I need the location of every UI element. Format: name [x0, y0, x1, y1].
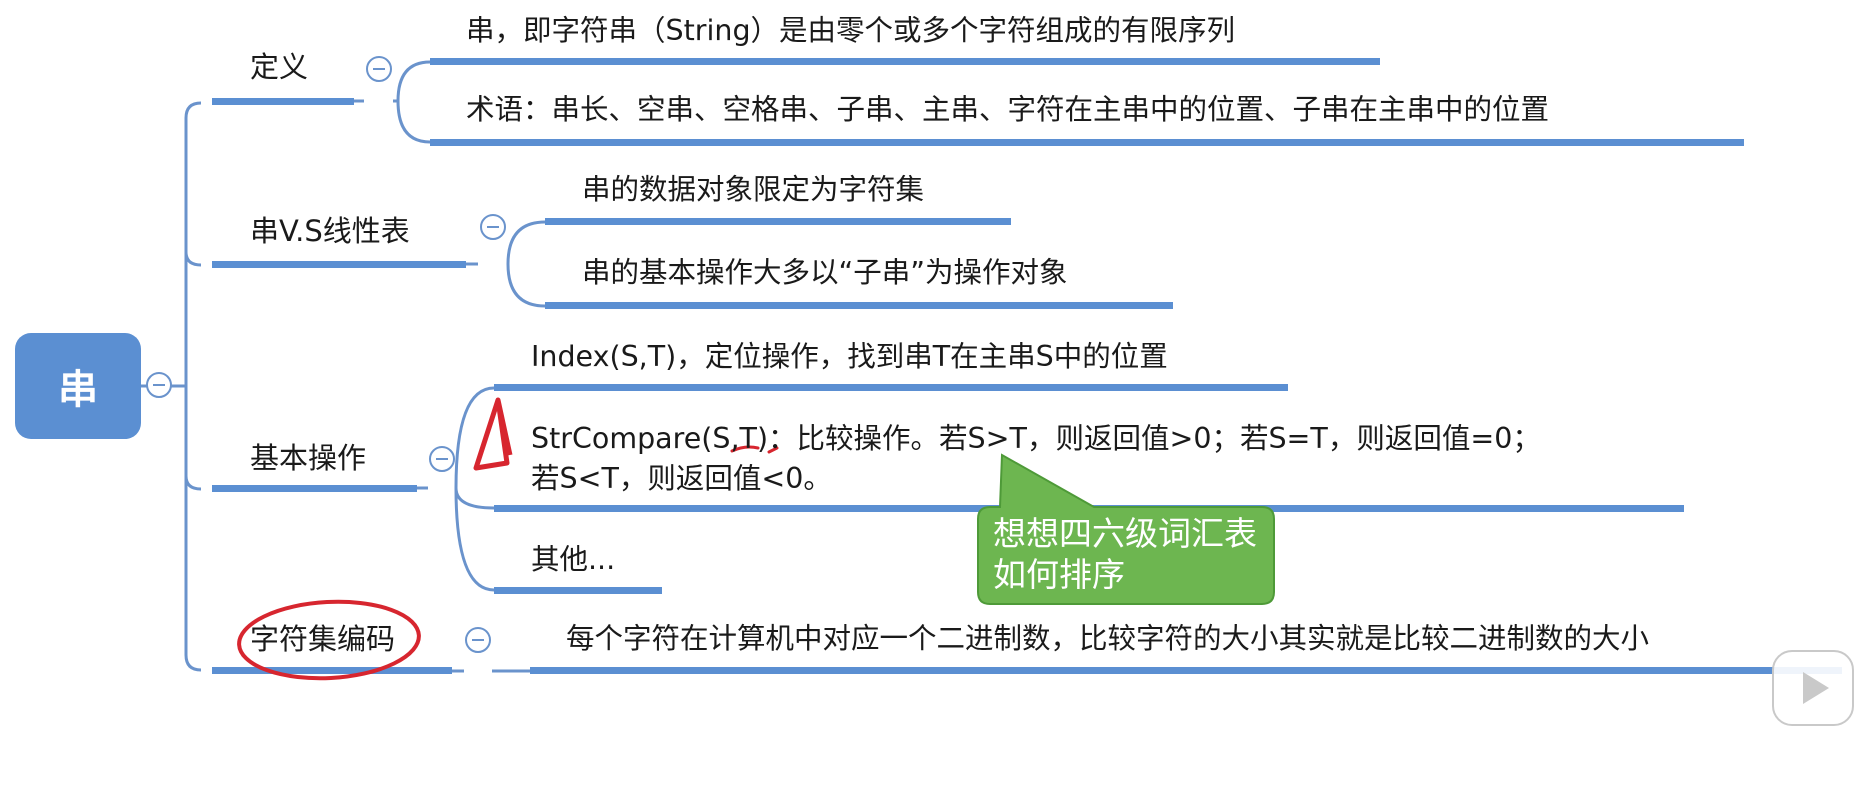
- leaf-strcompare-operation-line2[interactable]: 若S<T，则返回值<0。: [531, 462, 832, 495]
- branch-definition-collapse-toggle[interactable]: [366, 56, 392, 82]
- leaf-substring-operations[interactable]: 串的基本操作大多以“子串”为操作对象: [582, 256, 1068, 289]
- leaf-terminology[interactable]: 术语：串长、空串、空格串、子串、主串、字符在主串中的位置、子串在主串中的位置: [466, 93, 1550, 126]
- b1-leaf2-underline: [430, 139, 1744, 146]
- root-node[interactable]: 串: [15, 333, 141, 439]
- branch-charset-encoding-collapse-toggle[interactable]: [465, 627, 491, 653]
- leaf-charset-binary[interactable]: 每个字符在计算机中对应一个二进制数，比较字符的大小其实就是比较二进制数的大小: [566, 622, 1650, 655]
- root-spine: [184, 101, 202, 672]
- b1-leaf1-underline: [430, 58, 1380, 65]
- b3-leaf1-underline: [494, 384, 1288, 391]
- branch-string-vs-list-collapse-toggle[interactable]: [480, 214, 506, 240]
- collapse-minus-icon: [487, 225, 499, 229]
- b3-fork: [454, 386, 495, 592]
- branch-basic-operations-label[interactable]: 基本操作: [250, 441, 367, 475]
- callout-note[interactable]: 想想四六级词汇表如何排序: [993, 514, 1257, 595]
- b2-leaf1-underline: [545, 218, 1011, 225]
- collapse-minus-icon: [472, 638, 484, 642]
- red-triangle-annotation: [473, 397, 513, 471]
- collapse-minus-icon: [153, 383, 165, 387]
- root-collapse-toggle[interactable]: [146, 372, 172, 398]
- b3-underline: [212, 485, 417, 492]
- spine-to-b3: [184, 475, 202, 491]
- branch-definition-label[interactable]: 定义: [250, 50, 309, 84]
- play-icon: [1803, 672, 1829, 704]
- b2-fork: [506, 220, 546, 308]
- b2-leaf2-underline: [545, 302, 1173, 309]
- leaf-other-operations[interactable]: 其他...: [531, 543, 616, 576]
- b1-underline: [212, 98, 354, 105]
- b2-underline: [212, 261, 466, 268]
- spine-to-b2: [184, 251, 202, 267]
- b4-underline: [212, 667, 452, 674]
- branch-basic-operations-collapse-toggle[interactable]: [429, 446, 455, 472]
- collapse-minus-icon: [436, 457, 448, 461]
- b1-fork: [393, 60, 431, 144]
- red-underline-annotation: [730, 445, 779, 454]
- branch-charset-encoding-label[interactable]: 字符集编码: [250, 622, 396, 656]
- b4-leaf1-underline: [530, 667, 1842, 674]
- leaf-index-operation[interactable]: Index(S,T)，定位操作，找到串T在主串S中的位置: [531, 340, 1168, 373]
- red-circle-annotation: [237, 599, 421, 681]
- branch-string-vs-list-label[interactable]: 串V.S线性表: [250, 214, 410, 248]
- callout-bubble: [977, 453, 1275, 605]
- b3-leaf3-underline: [494, 587, 662, 594]
- leaf-strcompare-operation-line1[interactable]: StrCompare(S,T)：比较操作。若S>T，则返回值>0；若S=T，则返…: [531, 422, 1541, 455]
- root-node-label: 串: [58, 367, 98, 413]
- collapse-minus-icon: [373, 67, 385, 71]
- leaf-definition-string[interactable]: 串，即字符串（String）是由零个或多个字符组成的有限序列: [466, 14, 1236, 47]
- video-play-button[interactable]: [1772, 650, 1854, 726]
- leaf-data-object[interactable]: 串的数据对象限定为字符集: [582, 173, 925, 206]
